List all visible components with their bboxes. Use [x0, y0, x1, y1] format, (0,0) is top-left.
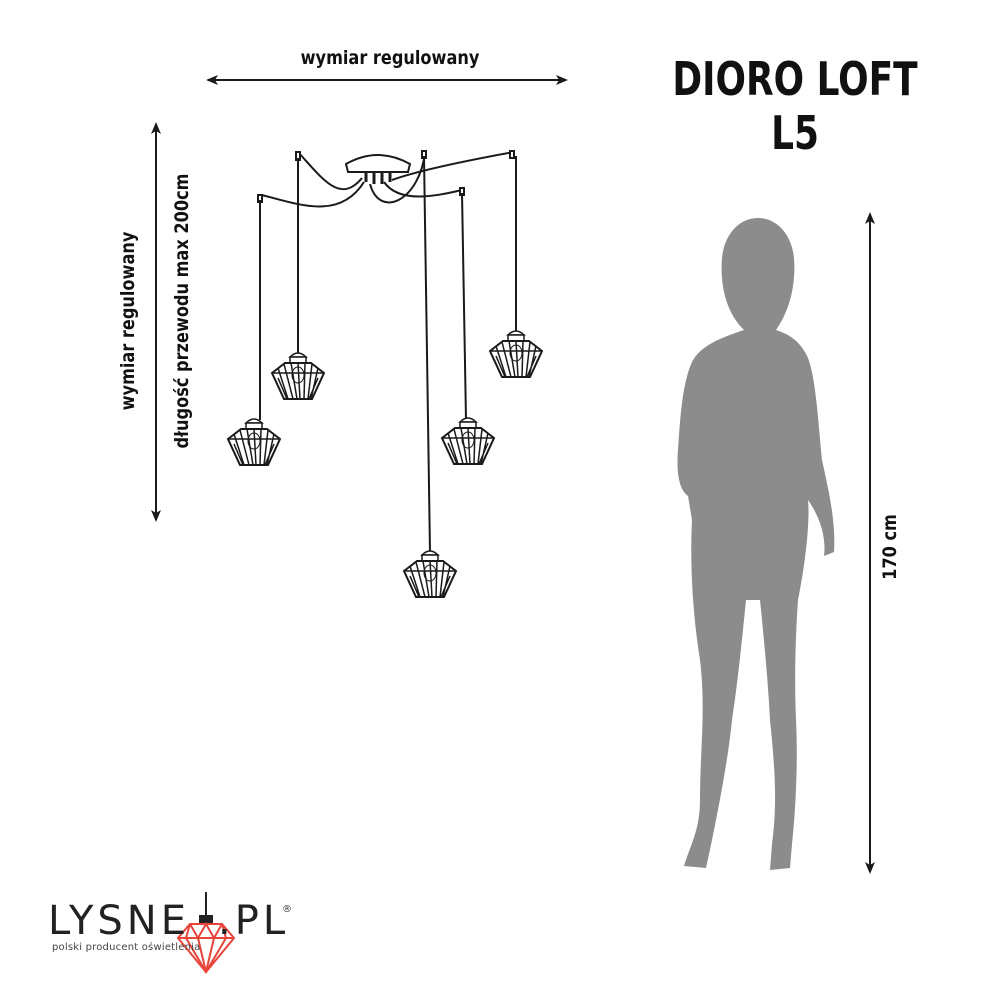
product-title: DIORO LOFT L5 — [672, 52, 918, 160]
logo-tagline: polski producent oświetlenia — [52, 942, 201, 953]
registered-mark: ® — [282, 904, 292, 915]
logo-wordmark-right: .PL — [218, 898, 290, 944]
logo-wordmark-left: LYSNE — [48, 898, 190, 944]
adjustable-width-label: wymiar regulowany — [300, 47, 480, 69]
diamond-lamp-logo-icon — [176, 892, 236, 974]
woman-silhouette-icon — [677, 218, 835, 870]
pendant-lamp-icon — [257, 150, 517, 553]
